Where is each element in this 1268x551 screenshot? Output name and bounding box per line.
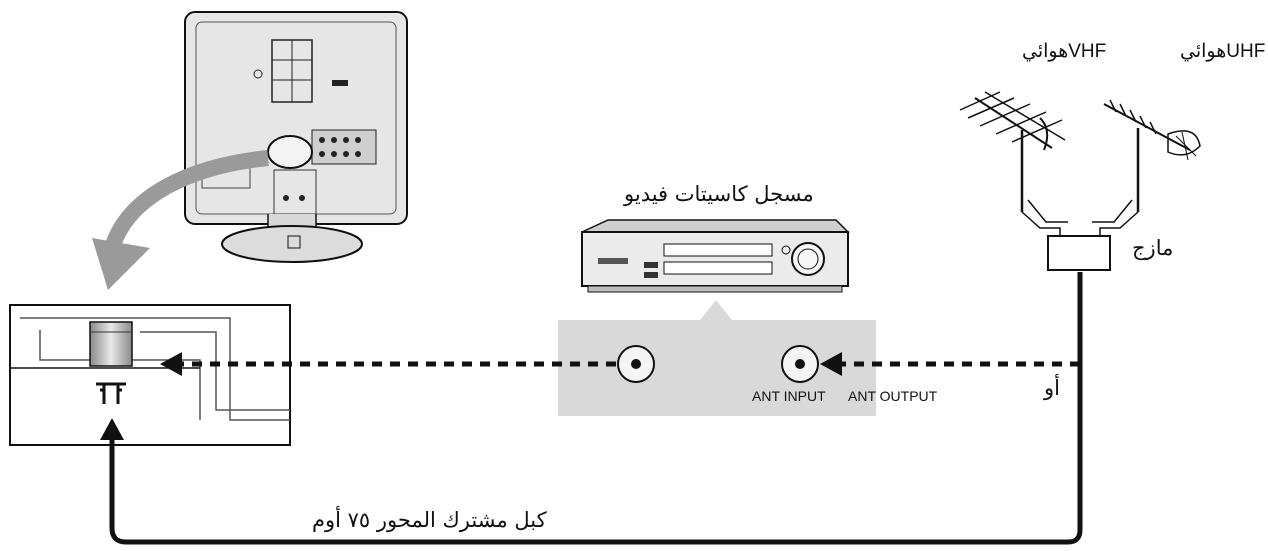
uhf-antenna-label: UHFهوائي [1180,41,1266,62]
or-label: أو [1044,376,1060,400]
arrowhead-to-tv-dashed [160,352,182,376]
uhf-antenna-icon [1103,99,1201,212]
zoom-arrow [104,150,269,251]
tv-back-illustration [184,11,408,263]
arrowhead-to-vcr-input [820,352,842,376]
coax-cable-label: كبل مشترك المحور ٧٥ أوم [312,508,547,532]
ant-input-label: ANT INPUT [752,388,826,404]
vhf-antenna-label: VHFهوائي [1022,41,1107,62]
arrowhead-to-tv-solid [100,418,124,440]
mixer-box [1047,235,1111,271]
vcr-icon [581,219,850,293]
ant-output-label: ANT OUTPUT [848,388,938,404]
coax-cable-direct [109,272,1083,545]
antenna-mixer-wires [1021,199,1139,236]
tv-antenna-terminal-closeup [9,304,291,446]
vcr-title: مسجل كاسيتات فيديو [624,182,814,206]
vcr-rear-panel [558,300,876,416]
mixer-label: مازج [1132,236,1174,260]
zoom-arrowhead [92,238,150,290]
vhf-antenna-icon [959,91,1066,212]
